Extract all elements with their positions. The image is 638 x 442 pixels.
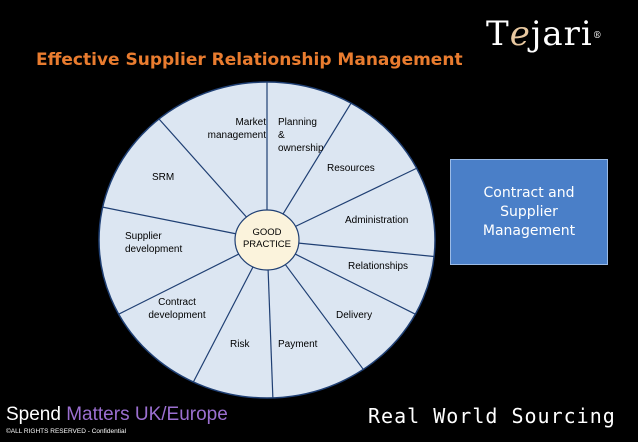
segment-market-management: Market management [200, 116, 266, 142]
segment-line: Relationships [348, 261, 409, 272]
logo-part-3: jari [530, 14, 593, 54]
segment-line: Administration [345, 215, 409, 226]
logo-registered-mark: ® [592, 31, 603, 41]
wheel-spoke-6 [284, 264, 364, 370]
segment-planning-ownership: Planning & ownership [278, 116, 324, 155]
contract-supplier-management-box: Contract and Supplier Management [450, 159, 608, 265]
wheel-center-label: GOOD PRACTICE [237, 227, 297, 251]
wheel-spoke-2 [282, 102, 352, 215]
callout-text: Contract and Supplier Management [482, 184, 576, 239]
segment-payment: Payment [278, 338, 317, 351]
wheel-spoke-7 [267, 269, 274, 398]
wheel-spokes [102, 82, 435, 398]
wheel-spoke-9 [118, 253, 240, 315]
segment-contract-development: Contract development [144, 296, 210, 322]
segment-line: Payment [278, 339, 318, 350]
wheel-hub [234, 209, 300, 271]
real-world-sourcing-tagline: Real World Sourcing [368, 404, 616, 428]
segment-administration: Administration [345, 214, 408, 227]
segment-line: Contract [158, 297, 196, 308]
wheel-spoke-10 [102, 206, 236, 235]
segment-line: development [148, 310, 206, 321]
logo-part-2: e [509, 14, 531, 54]
center-line-2: PRACTICE [242, 239, 292, 250]
segment-supplier-development: Supplier development [125, 230, 182, 256]
segment-line: Market [235, 117, 266, 128]
spend-matters-brand: Spend Matters UK/Europe [6, 404, 228, 426]
brand-part-b: Matters UK/Europe [66, 404, 228, 425]
segment-line: Resources [327, 163, 375, 174]
segment-risk: Risk [230, 338, 249, 351]
segment-line: management [207, 130, 266, 141]
segment-srm: SRM [152, 171, 174, 184]
segment-line: Risk [230, 339, 250, 350]
segment-line: & [278, 130, 285, 141]
wheel-spoke-5 [294, 253, 416, 315]
segment-relationships: Relationships [348, 260, 408, 273]
wheel-spoke-3 [295, 167, 417, 227]
segment-resources: Resources [327, 162, 375, 175]
segment-line: development [125, 244, 183, 255]
segment-line: Planning [278, 117, 317, 128]
center-line-1: GOOD [252, 227, 282, 238]
wheel-spoke-8 [192, 266, 254, 383]
segment-line: SRM [152, 172, 175, 183]
segment-line: ownership [278, 143, 324, 154]
copyright-notice: ©ALL RIGHTS RESERVED - Confidential [6, 428, 127, 435]
brand-part-a: Spend [6, 404, 67, 425]
tejari-logo: Tejari® [486, 14, 603, 54]
logo-part-1: T [486, 14, 510, 54]
wheel-spoke-11 [158, 118, 247, 218]
segment-delivery: Delivery [336, 309, 372, 322]
wheel-spoke-4 [298, 242, 435, 258]
segment-line: Delivery [336, 310, 373, 321]
segment-line: Supplier [125, 231, 162, 242]
slide-title: Effective Supplier Relationship Manageme… [36, 50, 463, 70]
